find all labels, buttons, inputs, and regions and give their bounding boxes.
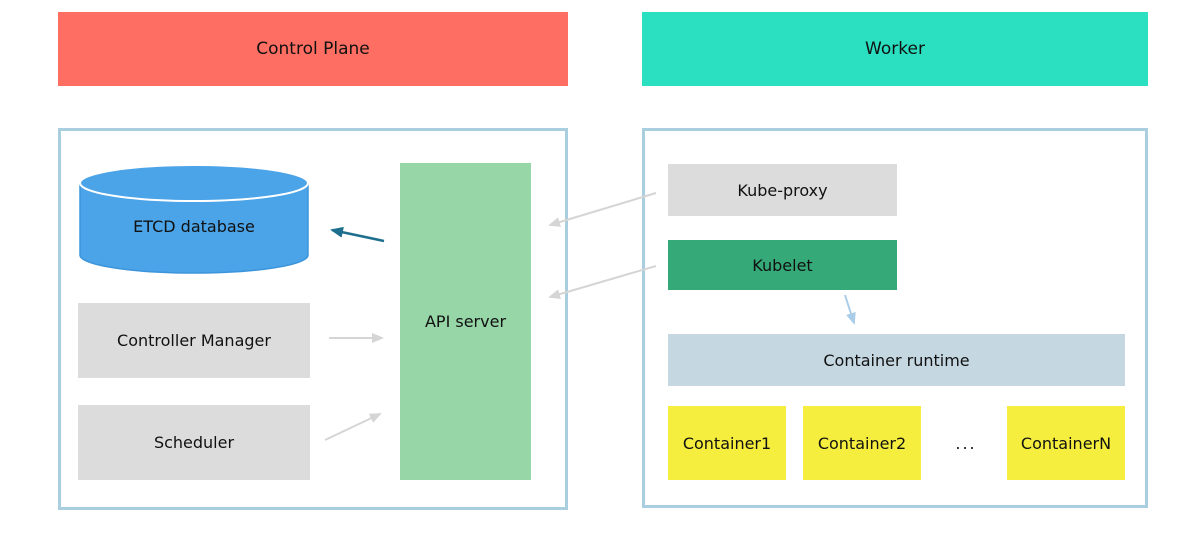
api-server-node: API server bbox=[400, 163, 531, 480]
containers-ellipsis: ... bbox=[941, 406, 991, 480]
control-plane-header-label: Control Plane bbox=[256, 39, 370, 59]
scheduler-node: Scheduler bbox=[78, 405, 310, 480]
container-n-node: ContainerN bbox=[1007, 406, 1125, 480]
kubelet-node: Kubelet bbox=[668, 240, 897, 290]
container-2-node: Container2 bbox=[803, 406, 921, 480]
container-runtime-node: Container runtime bbox=[668, 334, 1125, 386]
controller-manager-node: Controller Manager bbox=[78, 303, 310, 378]
container-2-label: Container2 bbox=[817, 433, 907, 453]
container-1-node: Container1 bbox=[668, 406, 786, 480]
container-runtime-label: Container runtime bbox=[823, 350, 970, 370]
containers-ellipsis-label: ... bbox=[955, 433, 977, 453]
kube-proxy-node: Kube-proxy bbox=[668, 164, 897, 216]
controller-manager-label: Controller Manager bbox=[117, 331, 271, 350]
scheduler-label: Scheduler bbox=[153, 433, 235, 452]
worker-header-label: Worker bbox=[865, 39, 925, 59]
etcd-database-label: ETCD database bbox=[133, 216, 255, 236]
control-plane-header: Control Plane bbox=[58, 12, 568, 86]
control-plane-panel: ETCD database Controller Manager Schedul… bbox=[58, 128, 568, 510]
worker-header: Worker bbox=[642, 12, 1148, 86]
database-cylinder-icon bbox=[79, 164, 309, 274]
container-1-label: Container1 bbox=[682, 433, 772, 453]
api-server-label: API server bbox=[424, 312, 507, 331]
worker-panel: Kube-proxy Kubelet Container runtime Con… bbox=[642, 128, 1148, 508]
container-n-label: ContainerN bbox=[1020, 433, 1112, 453]
kube-proxy-label: Kube-proxy bbox=[737, 180, 828, 200]
kubelet-label: Kubelet bbox=[752, 255, 813, 275]
etcd-database-node: ETCD database bbox=[78, 163, 310, 275]
